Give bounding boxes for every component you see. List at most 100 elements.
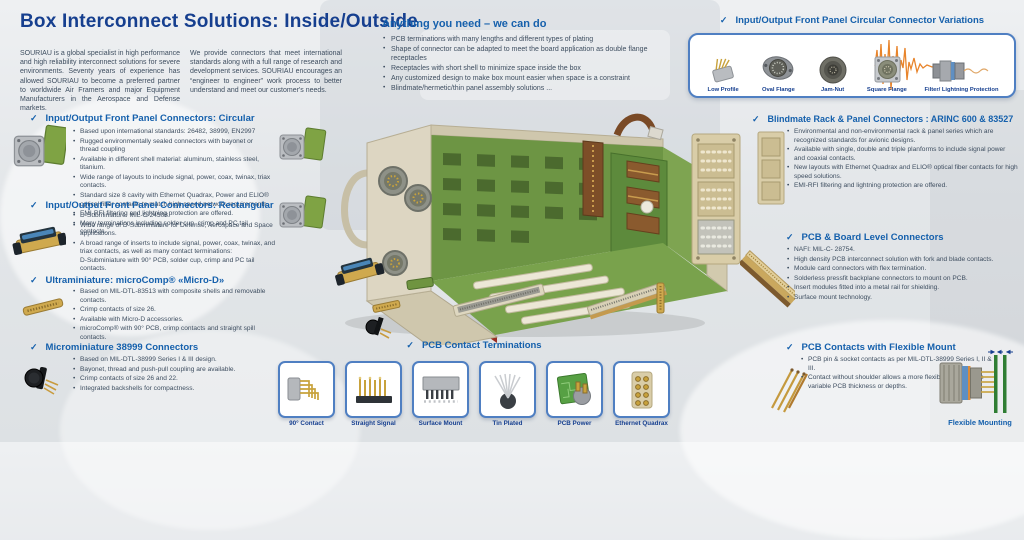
variation-oval-flange: Oval Flange [750,50,806,93]
bullet-item: NAFI: MIL-C- 28754. [786,246,1016,255]
variation-low-profile: Low Profile [698,52,748,93]
bullet-item: Available with Micro-D accessories. [72,316,282,325]
section-flexible-heading-row: ✓ PCB Contacts with Flexible Mount [786,342,956,353]
microminiature-heading: Microminiature 38999 Connectors [45,342,199,353]
section-microminiature-heading-row: ✓ Microminiature 38999 Connectors [30,342,198,353]
check-icon: ✓ [30,342,38,352]
terminations-heading: PCB Contact Terminations [421,340,542,351]
pcb-power-image [556,372,591,405]
ethernet-quadrax-image [631,371,652,408]
section-terminations-heading-row: ✓ PCB Contact Terminations [278,340,670,351]
termination-image [479,361,536,418]
bullet-item: Based on MIL-DTL-83513 with composite sh… [72,288,282,305]
anything-bullets: PCB terminations with many lengths and d… [382,35,684,94]
blindmate-bullets: Environmental and non-environmental rack… [786,128,1018,192]
bullet-item: Surface mount technology. [786,294,1016,303]
variation-label: Jam-Nut [821,87,845,93]
bullet-item: Blindmate/hermetic/thin panel assembly s… [382,84,684,93]
variation-label: Oval Flange [761,87,795,93]
termination-image [345,361,402,418]
anything-heading: Anything you need – we can do [382,18,547,30]
variation-filter-lightning: Filter/ Lightning Protection [917,52,1006,93]
termination-label: PCB Power [557,420,592,427]
check-icon: ✓ [786,342,794,352]
bullet-item: D-Subminiature: MIL-C-24308. [72,212,282,221]
section-anything-you-need: Anything you need – we can do PCB termin… [382,18,684,95]
termination-image [412,361,469,418]
bullet-item: Environmental and non-environmental rack… [786,128,1018,145]
bullet-item: New layouts with Ethernet Quadrax and EL… [786,164,1018,181]
ultraminiature-bullets: Based on MIL-DTL-83513 with composite sh… [72,288,282,343]
90-degree-contact-image [287,377,319,400]
variation-square-flange: Square Flange [859,52,915,93]
check-icon: ✓ [30,200,38,210]
termination-image [546,361,603,418]
tin-plated-image [493,373,521,409]
termination-label: Straight Signal [351,420,396,427]
box-interconnect-3d-render [279,113,728,345]
microminiature-bullets: Based on MIL-DTL-38999 Series I & III de… [72,356,282,394]
termination-image [278,361,335,418]
bullet-item: High density PCB interconnect solution w… [786,256,1016,265]
termination-ethernet-quadrax: Ethernet Quadrax [613,361,670,427]
bullet-item: Integrated backshells for compactness. [72,385,282,394]
low-profile-connector-image [712,58,734,83]
bullet-item: Bayonet, thread and push-pull coupling a… [72,366,282,375]
filter-connector-image [932,60,989,82]
square-flange-connector-image [874,56,901,83]
termination-label: Ethernet Quadrax [615,420,668,427]
arinc-rack-panel-thumbnails [691,131,785,265]
section-ultraminiature-heading-row: ✓ Ultraminiature: microComp® «Micro-D» [30,275,224,286]
section-circular-heading-row: ✓ Input/Output Front Panel Connectors: C… [30,113,255,124]
bullet-item: Receptacles with short shell to minimize… [382,64,684,73]
pcb-board-heading: PCB & Board Level Connectors [801,232,944,243]
bullet-item: Available in different shell material: a… [72,156,272,173]
termination-90-contact: 90° Contact [278,361,335,427]
bullet-item: EMI-RFI filtering and lightning protecti… [786,182,1018,191]
termination-label: 90° Contact [289,420,324,427]
pcb-board-bullets: NAFI: MIL-C- 28754. High density PCB int… [786,246,1016,303]
bullet-item: Wide range of D-Subminiature for Defense… [72,222,282,239]
check-icon: ✓ [406,340,414,350]
bullet-item: Module card connectors with flex termina… [786,265,1016,274]
bullet-item: Available with single, double and triple… [786,146,1018,163]
dsub-connector-thumbnail [12,226,66,256]
bullet-item: Solderless pressfit backplane connectors… [786,275,1016,284]
bullet-item: Crimp contacts of size 26 and 22. [72,375,282,384]
variation-label: Square Flange [866,87,907,93]
oval-flange-connector-image [763,56,794,80]
bullet-item: Based on MIL-DTL-38999 Series I & III de… [72,356,282,365]
check-icon: ✓ [719,15,728,25]
bullet-item: Rugged environmentally sealed connectors… [72,138,272,155]
bullet-item: Shape of connector can be adapted to mee… [382,45,684,63]
check-icon: ✓ [752,114,760,124]
rectangular-heading: Input/Output Front Panel Connectors: Rec… [45,200,274,211]
variations-heading: Input/Output Front Panel Circular Connec… [735,15,985,26]
variation-label: Low Profile [707,87,739,93]
intro-paragraph-1: SOURIAU is a global specialist in high p… [20,50,180,113]
termination-label: Tin Plated [492,420,523,427]
termination-image [613,361,670,418]
flexible-mounting-label: Flexible Mounting [948,418,1012,427]
mini-38999-connector-thumbnail [24,366,59,395]
termination-tin-plated: Tin Plated [479,361,536,427]
section-pcb-board-heading-row: ✓ PCB & Board Level Connectors [786,232,944,243]
jam-nut-connector-image [819,56,847,84]
blindmate-heading: Blindmate Rack & Panel Connectors : ARIN… [767,114,1014,124]
variations-box: Low Profile Oval Flange Jam-Nut [688,33,1016,98]
termination-pcb-power: PCB Power [546,361,603,427]
ultraminiature-heading: Ultraminiature: microComp® «Micro-D» [45,275,225,286]
bullet-item: Crimp contacts of size 26. [72,306,282,315]
section-blindmate-heading-row: ✓ Blindmate Rack & Panel Connectors : AR… [752,114,1013,125]
check-icon: ✓ [30,113,38,123]
microcomp-connector-thumbnail [22,298,64,316]
variation-jam-nut: Jam-Nut [808,52,856,93]
bullet-item: A broad range of inserts to include sign… [72,240,282,274]
straight-signal-image [355,376,392,403]
section-rectangular-heading-row: ✓ Input/Output Front Panel Connectors: R… [30,200,274,211]
section-variations-heading-row: ✓ Input/Output Front Panel Circular Conn… [688,15,1016,26]
bullet-item: PCB terminations with many lengths and d… [382,35,684,44]
bullet-item: Based upon international standards: 2648… [72,128,272,137]
board-level-connector-thumbnail [740,250,795,308]
variation-label: Filter/ Lightning Protection [924,87,999,93]
